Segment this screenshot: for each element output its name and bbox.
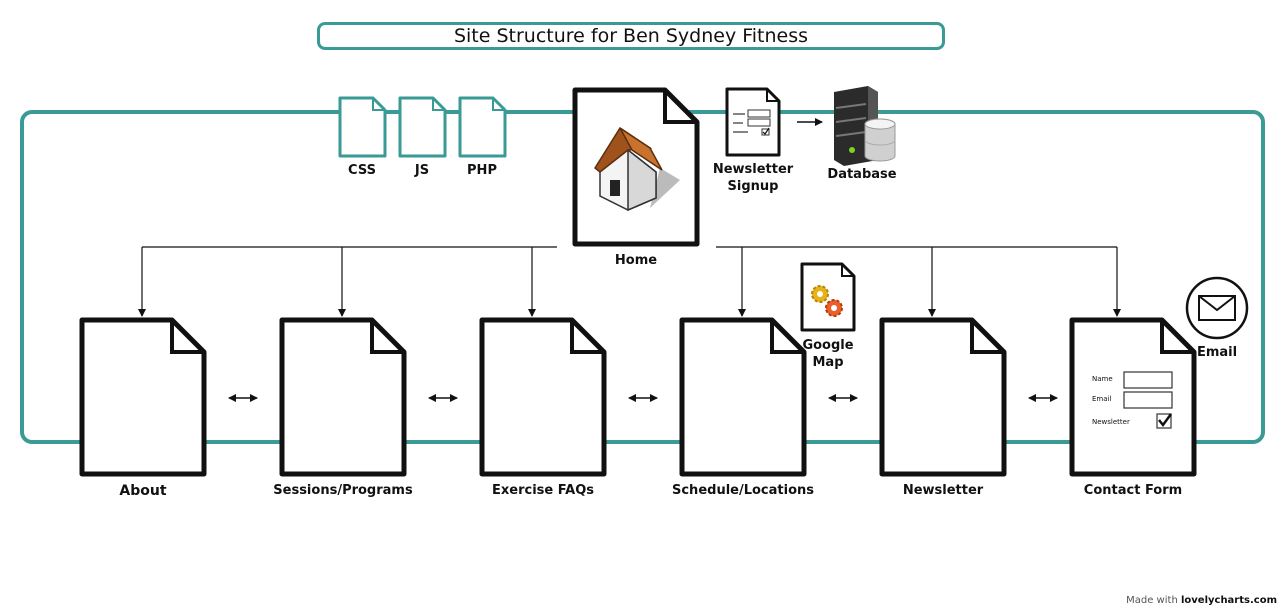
- google-map-label: Google Map: [802, 338, 854, 370]
- page-sessions-label: Sessions/Programs: [273, 483, 413, 498]
- js-label: JS: [414, 163, 430, 178]
- page-about-label: About: [119, 483, 167, 499]
- email-label: Email: [1196, 345, 1238, 360]
- checkmark-icon: [1158, 413, 1173, 428]
- google-map-icon: [800, 262, 856, 332]
- form-field-email-label: Email: [1092, 395, 1112, 403]
- page-contact-icon: [1069, 317, 1197, 477]
- page-about-icon: [79, 317, 207, 477]
- page-faqs-label: Exercise FAQs: [492, 483, 594, 498]
- page-schedule-label: Schedule/Locations: [671, 483, 815, 498]
- page-schedule-icon: [679, 317, 807, 477]
- home-connectors: [138, 246, 1121, 317]
- js-file-icon: [398, 96, 447, 158]
- newsletter-signup-icon: [725, 87, 781, 157]
- page-contact-label: Contact Form: [1083, 483, 1183, 498]
- css-file-icon: [338, 96, 387, 158]
- css-label: CSS: [348, 163, 376, 178]
- page-sessions-icon: [279, 317, 407, 477]
- form-field-newsletter-label: Newsletter: [1092, 418, 1130, 426]
- home-page-icon: [572, 87, 700, 247]
- page-newsletter-label: Newsletter: [902, 483, 984, 498]
- newsletter-signup-label: Newsletter Signup: [712, 162, 794, 194]
- page-faqs-icon: [479, 317, 607, 477]
- page-newsletter-icon: [879, 317, 1007, 477]
- home-label: Home: [614, 253, 658, 268]
- php-file-icon: [458, 96, 507, 158]
- diagram-title: Site Structure for Ben Sydney Fitness: [317, 22, 945, 50]
- database-label: Database: [827, 167, 897, 182]
- house-icon: [594, 126, 680, 212]
- footer-credit: Made with lovelycharts.com: [1126, 595, 1277, 606]
- database-icon: [834, 86, 896, 166]
- footer-prefix: Made with: [1126, 595, 1178, 606]
- php-label: PHP: [467, 163, 497, 178]
- email-icon: [1185, 276, 1249, 340]
- form-field-name-label: Name: [1092, 375, 1113, 383]
- footer-brand-link[interactable]: lovelycharts.com: [1180, 595, 1277, 606]
